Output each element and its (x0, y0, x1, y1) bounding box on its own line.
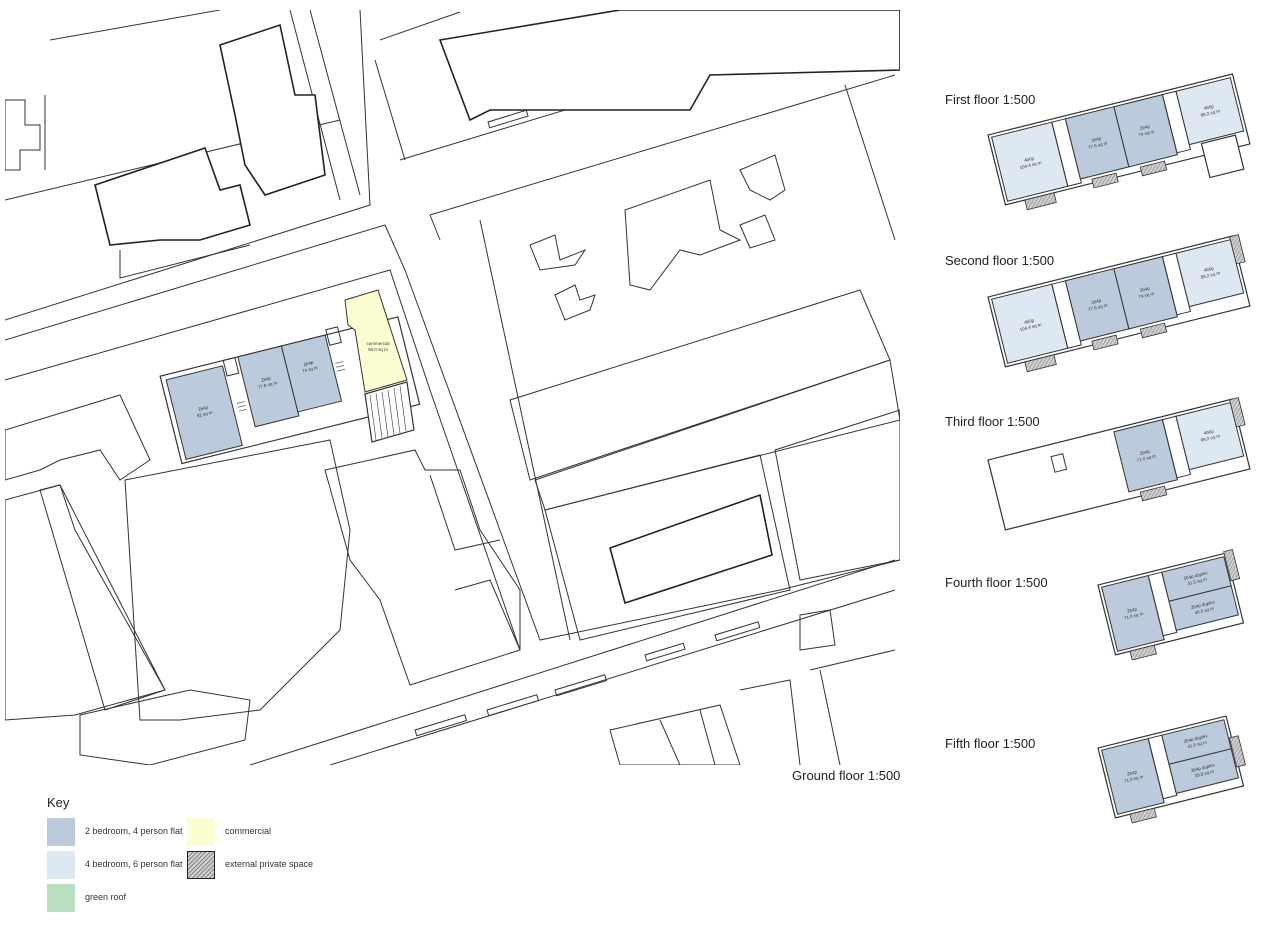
unit-label: 4b6p (1203, 428, 1214, 435)
unit-label: 2b4p duplex (1183, 733, 1209, 744)
unit-label: 2b4p (1139, 449, 1150, 456)
third-floor-title: Third floor 1:500 (945, 414, 1040, 429)
unit-area: 92 sq m (196, 410, 213, 419)
unit-area: 104.4 sq m (1019, 322, 1042, 332)
legend-swatch-green-roof (47, 884, 75, 912)
unit-label: 2b4p (198, 404, 209, 411)
unit-label: 2b4p (1139, 286, 1150, 293)
entrance-steps (364, 381, 415, 443)
unit-label: 2b4p (1091, 136, 1102, 143)
unit-area: 71.0 sq m (1136, 453, 1157, 463)
unit-label: 2b4p (1091, 298, 1102, 305)
unit-label: 2b4p (1127, 769, 1138, 776)
unit-2b4p (280, 334, 343, 413)
legend-label: green roof (85, 892, 127, 902)
unit-area: 77.8 sq m (1088, 302, 1109, 312)
unit-label: commercial (366, 341, 389, 346)
legend-label: 2 bedroom, 4 person flat (85, 826, 183, 836)
first-floor-title: First floor 1:500 (945, 92, 1036, 107)
unit-label: 4b6p (1024, 156, 1035, 163)
fifth-floor-title: Fifth floor 1:500 (945, 736, 1036, 751)
unit-area: 94.0 sq m (368, 347, 388, 352)
unit-area: 71.0 sq m (1123, 611, 1144, 621)
legend-swatch-4b6p (47, 851, 75, 879)
unit-label: 2b4p duplex (1190, 599, 1216, 610)
legend-label: commercial (225, 826, 272, 836)
legend-swatch-external-private-space (187, 851, 215, 879)
unit-area: 46.5 sq m (1194, 606, 1215, 616)
unit-area: 71.0 sq m (1123, 774, 1144, 784)
second-floor-title: Second floor 1:500 (945, 253, 1055, 268)
unit-area: 74 sq m (302, 365, 319, 374)
unit-area: 99.2 sq m (1200, 108, 1221, 118)
ground-floor-plan: 2b4p 92 sq m 2b4p 77.8 sq m 2b4p 74 sq m… (159, 289, 421, 465)
unit-label: 2b4p (1127, 606, 1138, 613)
legend-label: external private space (225, 859, 314, 869)
unit-label: 4b6p (1203, 265, 1214, 272)
unit-label: 2b4p (303, 360, 314, 367)
unit-commercial (344, 289, 408, 393)
unit-label: 2b4p duplex (1183, 570, 1209, 581)
unit-label: 4b6p (1203, 103, 1214, 110)
unit-area: 74 sq m (1138, 291, 1155, 300)
site-context (5, 10, 900, 765)
unit-area: 77.8 sq m (257, 380, 278, 390)
unit-label: 2b4p (261, 375, 272, 382)
unit-label: 4b6p (1024, 318, 1035, 325)
unit-area: 33.8 sq m (1194, 769, 1215, 779)
unit-area: 77.8 sq m (1088, 140, 1109, 150)
ground-floor-title: Ground floor 1:500 (792, 768, 901, 783)
unit-area: 41.5 sq m (1187, 740, 1208, 750)
unit-area: 41.5 sq m (1187, 577, 1208, 587)
unit-label: 2b4p duplex (1190, 762, 1216, 773)
unit-area: 74 sq m (1138, 129, 1155, 138)
unit-label: 2b4p (1139, 124, 1150, 131)
unit-2b4p (165, 365, 243, 461)
unit-area: 104.4 sq m (1019, 160, 1042, 170)
legend-swatch-2b4p (47, 818, 75, 846)
legend-label: 4 bedroom, 6 person flat (85, 859, 183, 869)
legend-title: Key (47, 795, 70, 810)
unit-area: 99.2 sq m (1200, 270, 1221, 280)
fourth-floor-title: Fourth floor 1:500 (945, 575, 1048, 590)
unit-area: 99.2 sq m (1200, 433, 1221, 443)
legend-swatch-commercial (187, 818, 215, 846)
